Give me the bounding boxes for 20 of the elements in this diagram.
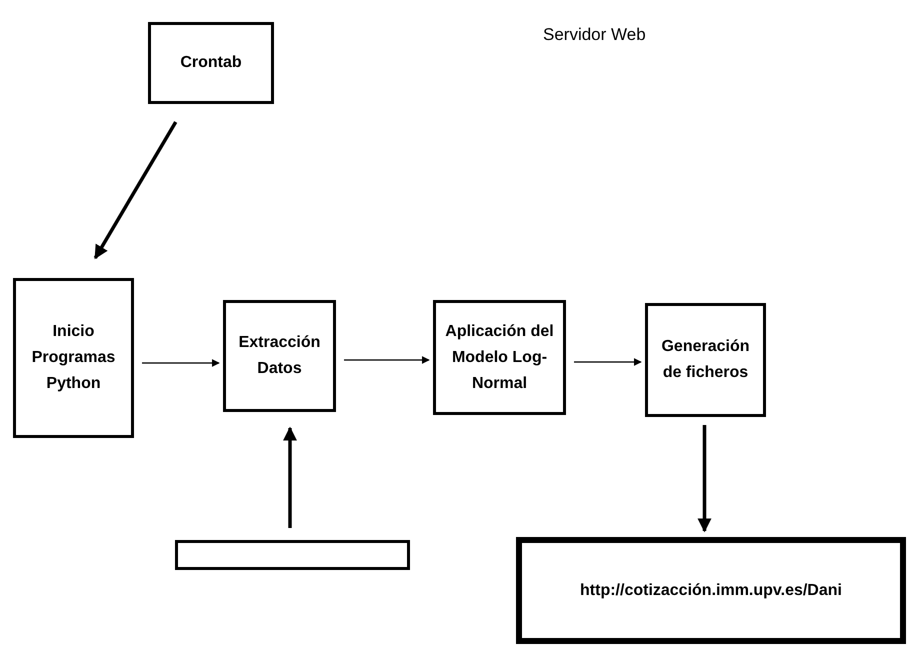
process-box [645,303,766,417]
node-text: http://cotizacción.imm.upv.es/Dani [579,580,843,600]
empty-box [175,540,410,570]
arrow [142,359,220,367]
process-box [433,300,566,415]
node-text: Extracción Datos [238,333,322,379]
process-box [516,537,906,644]
process-box [148,22,274,104]
server-label: Servidor Web [543,24,646,46]
node-text: Inicio Programas Python [30,322,116,394]
node-text: Aplicación del Modelo Log-Normal [444,322,555,394]
arrow [94,121,178,260]
process-box [13,278,134,438]
node-text: Crontab [179,53,243,73]
arrow [344,356,430,364]
arrow [283,426,297,528]
arrow [574,358,642,366]
process-box [223,300,336,412]
node-text: Generación de ficheros [660,337,751,383]
arrow [698,425,712,532]
